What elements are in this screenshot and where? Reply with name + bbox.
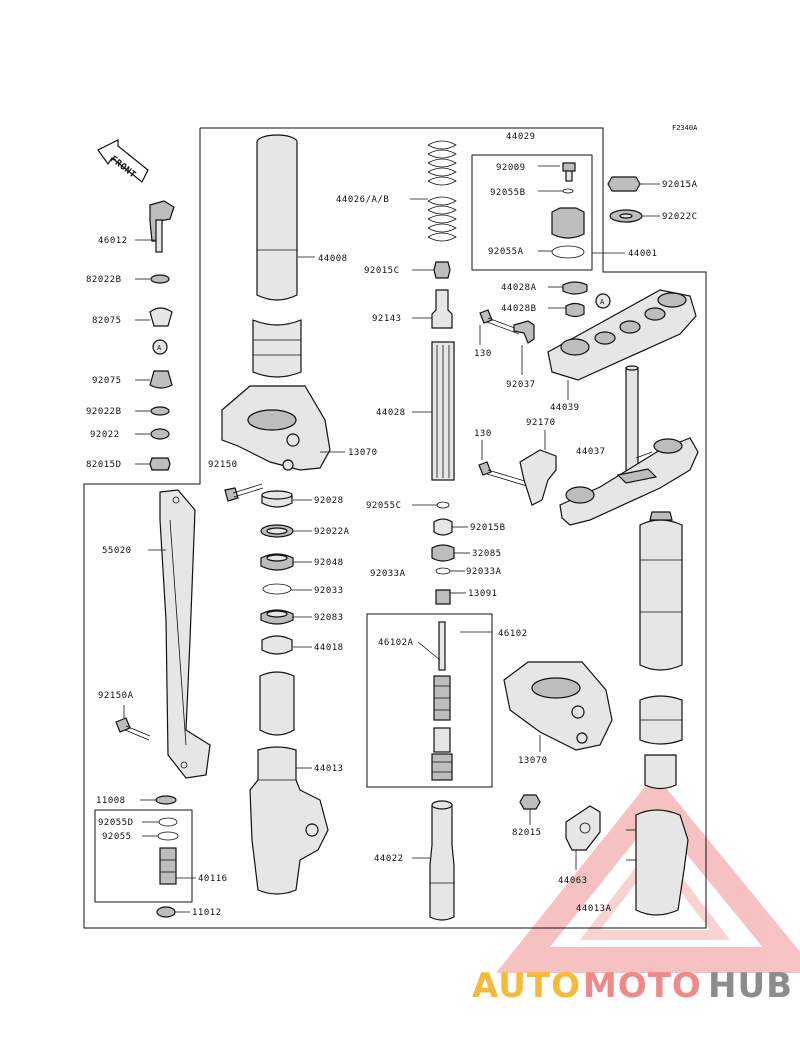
fork-bracket-13070-top [221,385,345,471]
fork-spring-44026 [410,140,457,242]
label-92015C: 92015C [364,266,400,276]
label-82022B: 82022B [86,275,122,285]
label-44028: 44028 [376,408,406,418]
watermark-triangle [495,774,800,973]
label-44028A: 44028A [501,283,537,293]
label-44022: 44022 [374,854,404,864]
label-92055: 92055 [102,832,132,842]
label-82075: 82075 [92,316,122,326]
label-92022C: 92022C [662,212,698,222]
fork-bracket-13070-mid [503,661,613,752]
label-82015D: 82015D [86,460,122,470]
label-13091: 13091 [468,589,498,599]
fork-guard-55020 [148,489,211,779]
label-92055C: 92055C [366,501,402,511]
watermark-hub: HUB [708,966,793,1006]
label-92033A-left: 92033A [370,569,406,579]
outer-tube-44013 [249,671,329,895]
assembly-frame [83,127,707,929]
label-92022B: 92022B [86,407,122,417]
label-92048: 92048 [314,558,344,568]
label-92055B: 92055B [490,188,526,198]
label-46102A: 46102A [378,638,414,648]
label-44037: 44037 [576,447,606,457]
adjuster-44029 [538,162,625,259]
label-92083: 92083 [314,613,344,623]
label-92033A-right: 92033A [466,567,502,577]
damper-rod-44028 [431,261,455,605]
axle-nut-82015 [519,794,541,825]
circle-a-marker-right: A [600,298,605,306]
valve-40116-group [140,795,196,918]
label-92022: 92022 [90,430,120,440]
label-92033: 92033 [314,586,344,596]
cartridge-46102 [417,621,492,781]
bearing-rings-44028 [548,281,588,318]
label-92055D: 92055D [98,818,134,828]
damper-rod-leaders [412,269,470,594]
label-44013: 44013 [314,764,344,774]
label-92022A: 92022A [314,527,350,537]
label-92055A: 92055A [488,247,524,257]
front-arrow-icon: FRONT [97,139,149,183]
upper-tube-44008 [252,134,315,378]
label-55020: 55020 [102,546,132,556]
label-130-upper: 130 [474,349,492,359]
label-92015A: 92015A [662,180,698,190]
label-92150A: 92150A [98,691,134,701]
steering-stem-nut-parts: A [149,200,175,471]
label-13070-mid: 13070 [518,756,548,766]
label-11012: 11012 [192,908,222,918]
label-92015B: 92015B [470,523,506,533]
bolt-92150A [115,705,151,741]
seal-stack-leaders [291,499,312,648]
label-44029: 44029 [506,132,536,142]
fork-seal-stack [260,490,294,655]
label-92075: 92075 [92,376,122,386]
ref-code: F2340A [672,124,698,132]
label-82015: 82015 [512,828,542,838]
bolt-130-lower [478,430,557,506]
label-44018: 44018 [314,643,344,653]
label-46012: 46012 [98,236,128,246]
label-92143: 92143 [372,314,402,324]
label-44028B: 44028B [501,304,537,314]
watermark-moto: MOTO [583,966,702,1006]
label-44039: 44039 [550,403,580,413]
watermark-logo: AUTO MOTO HUB [472,966,793,1006]
label-32085: 32085 [472,549,502,559]
label-13070-top: 13070 [348,448,378,458]
right-fork-leg-44013A [626,511,689,916]
left-part-leaders [135,239,155,465]
label-92170: 92170 [526,418,556,428]
label-44008: 44008 [318,254,348,264]
label-40116: 40116 [198,874,228,884]
label-44001: 44001 [628,249,658,259]
label-92028: 92028 [314,496,344,506]
bolt-92150 [224,483,264,502]
bolt-130-upper [479,309,535,375]
steering-stem-44037 [559,365,699,526]
bushing-44022 [412,800,455,921]
label-46102: 46102 [498,629,528,639]
label-130-lower: 130 [474,429,492,439]
top-triple-clamp-44039: A [547,289,697,400]
label-44063: 44063 [558,876,588,886]
axle-clamp-44063 [565,805,601,870]
part-labels: 44029 92009 92055B 92055A 44001 92015A 9… [86,132,698,918]
label-92150: 92150 [208,460,238,470]
label-92009: 92009 [496,163,526,173]
label-92037: 92037 [506,380,536,390]
label-44026: 44026/A/B [336,195,389,205]
watermark-auto: AUTO [472,966,581,1006]
label-11008: 11008 [96,796,126,806]
nut-washer-right [607,176,660,223]
label-44013A: 44013A [576,904,612,914]
circle-a-marker-left: A [157,344,162,352]
